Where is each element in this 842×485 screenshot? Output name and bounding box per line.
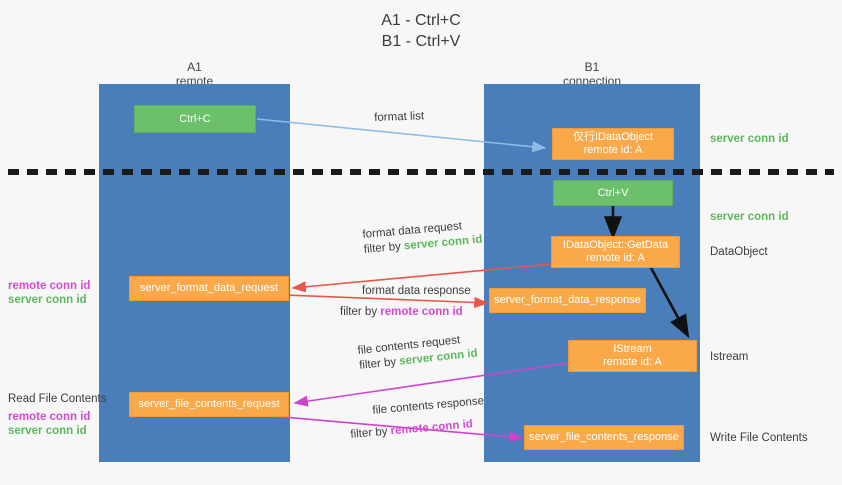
- left-label-remote-conn-id-2: remote conn id: [8, 411, 91, 423]
- box-server-file-contents-response[interactable]: server_file_contents_response: [524, 425, 684, 450]
- box-ctrl-c[interactable]: Ctrl+C: [134, 105, 256, 133]
- filter-prefix: filter by: [350, 425, 392, 441]
- box-server-file-contents-request[interactable]: server_file_contents_request: [129, 392, 289, 417]
- right-label-dataobject: DataObject: [710, 245, 768, 259]
- box-idataobject-line2: remote id: A: [583, 144, 643, 156]
- box-getdata-line2: remote id: A: [586, 252, 645, 264]
- box-idataobject[interactable]: 仅行IDataObject remote id: A: [552, 128, 674, 160]
- arrow-label-format-list: format list: [374, 109, 424, 126]
- right-label-server-conn-id-second: server conn id: [710, 210, 789, 224]
- arrow-label-format-list-text: format list: [374, 110, 425, 124]
- left-label-read-file-contents-text: Read File Contents: [8, 393, 107, 405]
- title-line-1: A1 - Ctrl+C: [381, 12, 461, 29]
- arrow-getdata-to-istream: [648, 265, 690, 339]
- page-title: A1 - Ctrl+C B1 - Ctrl+V: [0, 10, 842, 52]
- box-istream-line1: IStream: [613, 343, 652, 355]
- arrow-label-format-data-response-line1: format data response: [362, 285, 471, 297]
- right-label-server-conn-id-top: server conn id: [710, 132, 789, 146]
- column-header-b1-name: B1: [584, 60, 600, 74]
- right-label-istream: Istream: [710, 350, 748, 364]
- left-label-server-conn-id-1: server conn id: [8, 294, 87, 306]
- box-ctrl-c-label: Ctrl+C: [179, 112, 211, 125]
- arrow-label-format-data-response: format data response filter by remote co…: [340, 284, 471, 320]
- box-ctrl-v[interactable]: Ctrl+V: [553, 180, 673, 206]
- right-label-dataobject-text: DataObject: [710, 246, 768, 258]
- box-istream[interactable]: IStream remote id: A: [568, 340, 697, 372]
- left-label-conn-ids-1: remote conn id server conn id: [8, 279, 90, 307]
- arrow-format-list: [256, 118, 547, 153]
- left-label-server-conn-id-2: server conn id: [8, 425, 87, 437]
- filter-value-remote-conn-id: remote conn id: [380, 306, 463, 318]
- box-idataobject-line1: 仅行IDataObject: [572, 131, 654, 143]
- title-line-2: B1 - Ctrl+V: [381, 33, 461, 50]
- column-header-a1-name: A1: [187, 60, 202, 74]
- arrow-file-contents-request: [293, 362, 569, 407]
- box-server-format-data-request-label: server_format_data_request: [139, 282, 279, 294]
- right-label-istream-text: Istream: [710, 351, 749, 363]
- filter-prefix: filter by: [358, 355, 400, 372]
- right-label-server-conn-id-top-text: server conn id: [710, 133, 789, 145]
- box-server-file-contents-request-label: server_file_contents_request: [138, 398, 280, 410]
- box-ctrl-v-label: Ctrl+V: [597, 186, 629, 199]
- arrow-label-format-data-response-filter: filter by remote conn id: [340, 305, 471, 320]
- box-server-format-data-request[interactable]: server_format_data_request: [129, 276, 289, 301]
- filter-prefix: filter by: [363, 240, 405, 256]
- right-label-server-conn-id-second-text: server conn id: [710, 211, 789, 223]
- box-idataobject-getdata[interactable]: IDataObject::GetData remote id: A: [551, 236, 680, 268]
- filter-prefix: filter by: [340, 306, 381, 318]
- phase-separator: [8, 169, 834, 175]
- arrow-format-data-request: [291, 263, 552, 293]
- right-label-write-file-contents-text: Write File Contents: [710, 432, 808, 444]
- box-getdata-line1: IDataObject::GetData: [562, 239, 669, 251]
- right-label-write-file-contents: Write File Contents: [710, 431, 808, 445]
- left-label-remote-conn-id-1: remote conn id: [8, 280, 91, 292]
- box-istream-line2: remote id: A: [603, 356, 662, 368]
- left-label-conn-ids-2: remote conn id server conn id: [8, 410, 90, 438]
- box-server-file-contents-response-label: server_file_contents_response: [529, 431, 679, 443]
- box-server-format-data-response-label: server_format_data_response: [494, 294, 641, 306]
- box-server-format-data-response[interactable]: server_format_data_response: [489, 288, 646, 313]
- left-label-read-file-contents: Read File Contents: [8, 392, 106, 406]
